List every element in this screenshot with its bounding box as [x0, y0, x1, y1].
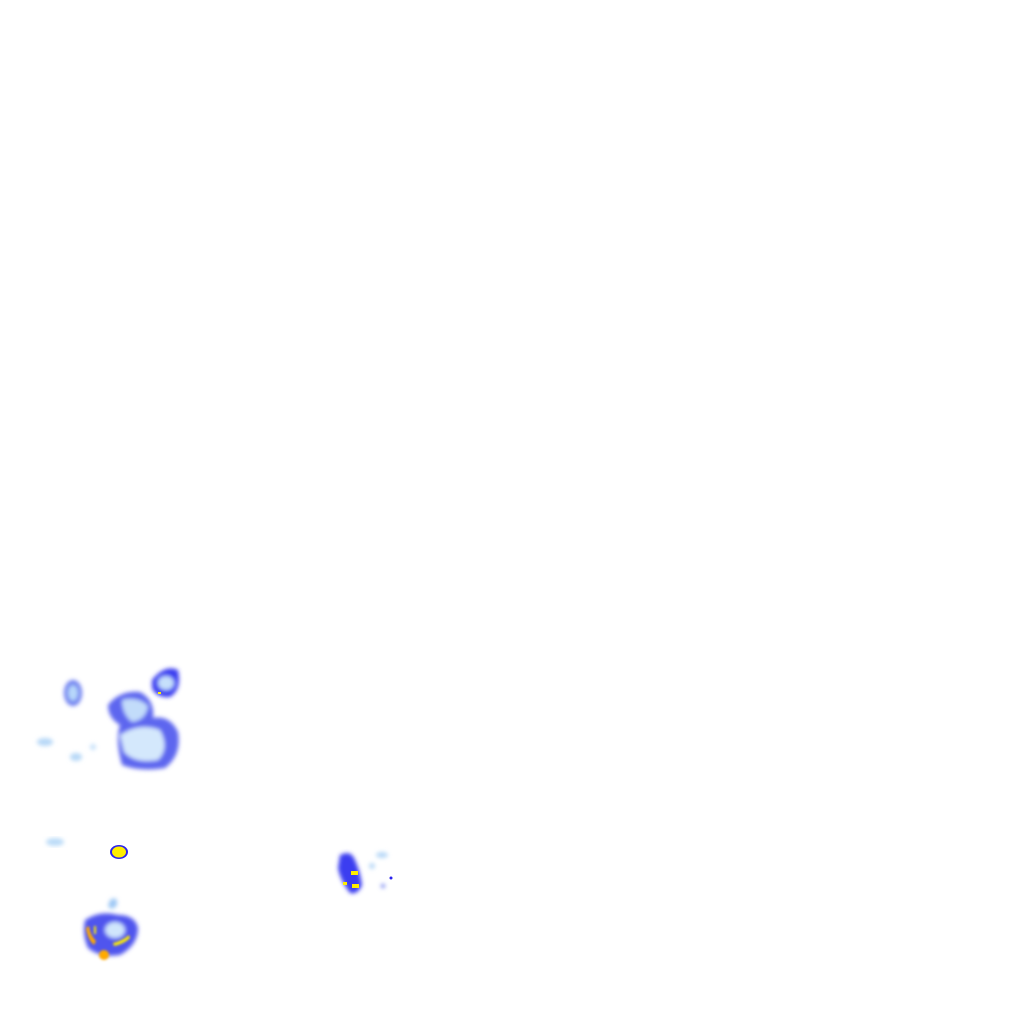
storm-cell-cluster-east: [338, 852, 393, 894]
storm-cell-isolated-center: [46, 838, 128, 859]
storm-cell-cluster-northwest: [37, 668, 179, 770]
storm-cell-cluster-southwest: [84, 898, 138, 960]
